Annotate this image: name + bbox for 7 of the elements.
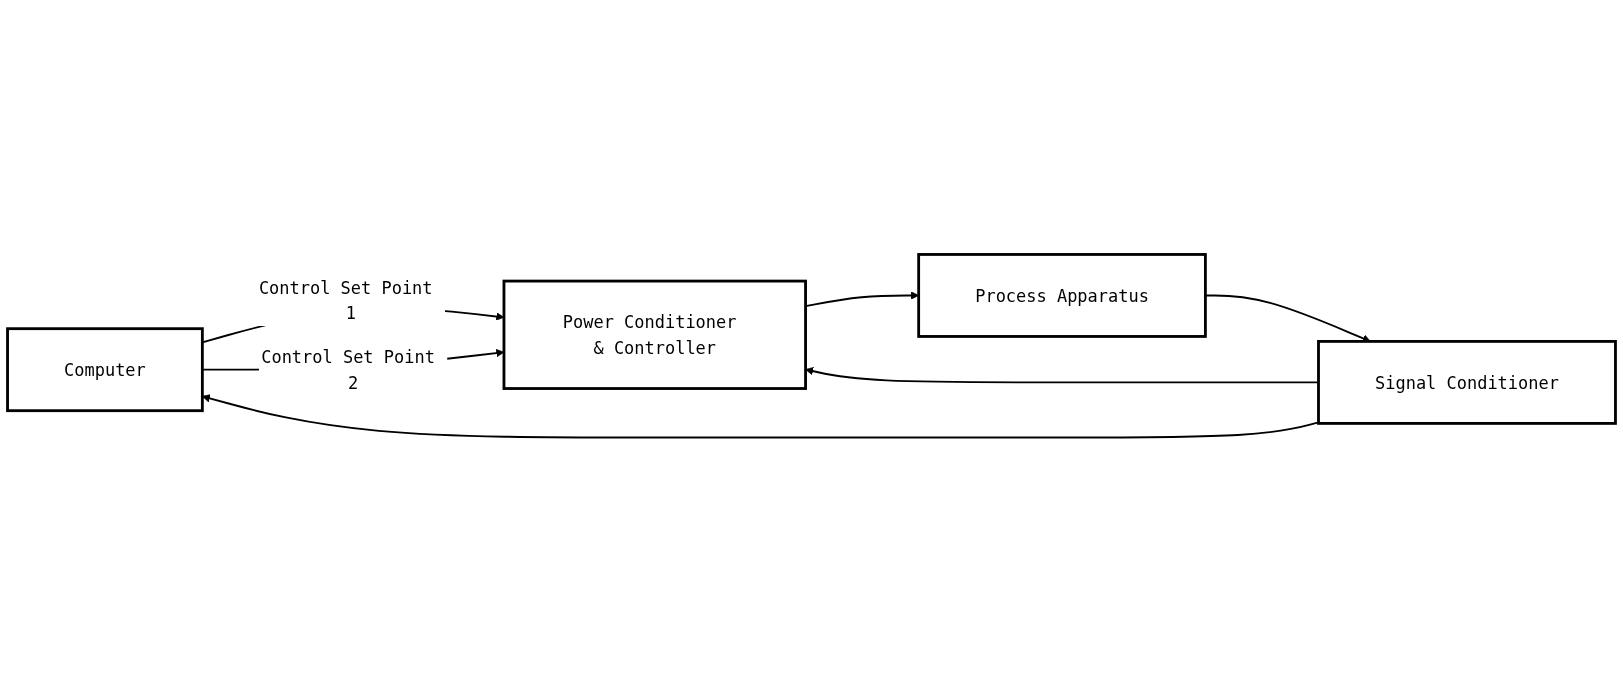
node-box: Power Conditioner & Controller	[502, 279, 807, 390]
arrow	[202, 394, 1320, 439]
edge-label: Control Set Point 2	[261, 347, 435, 393]
edge-label: Control Set Point 1	[258, 277, 433, 324]
node-box: Computer	[6, 327, 204, 413]
node-box: Signal Conditioner	[1317, 340, 1617, 425]
node-box: Process Apparatus	[917, 253, 1207, 338]
